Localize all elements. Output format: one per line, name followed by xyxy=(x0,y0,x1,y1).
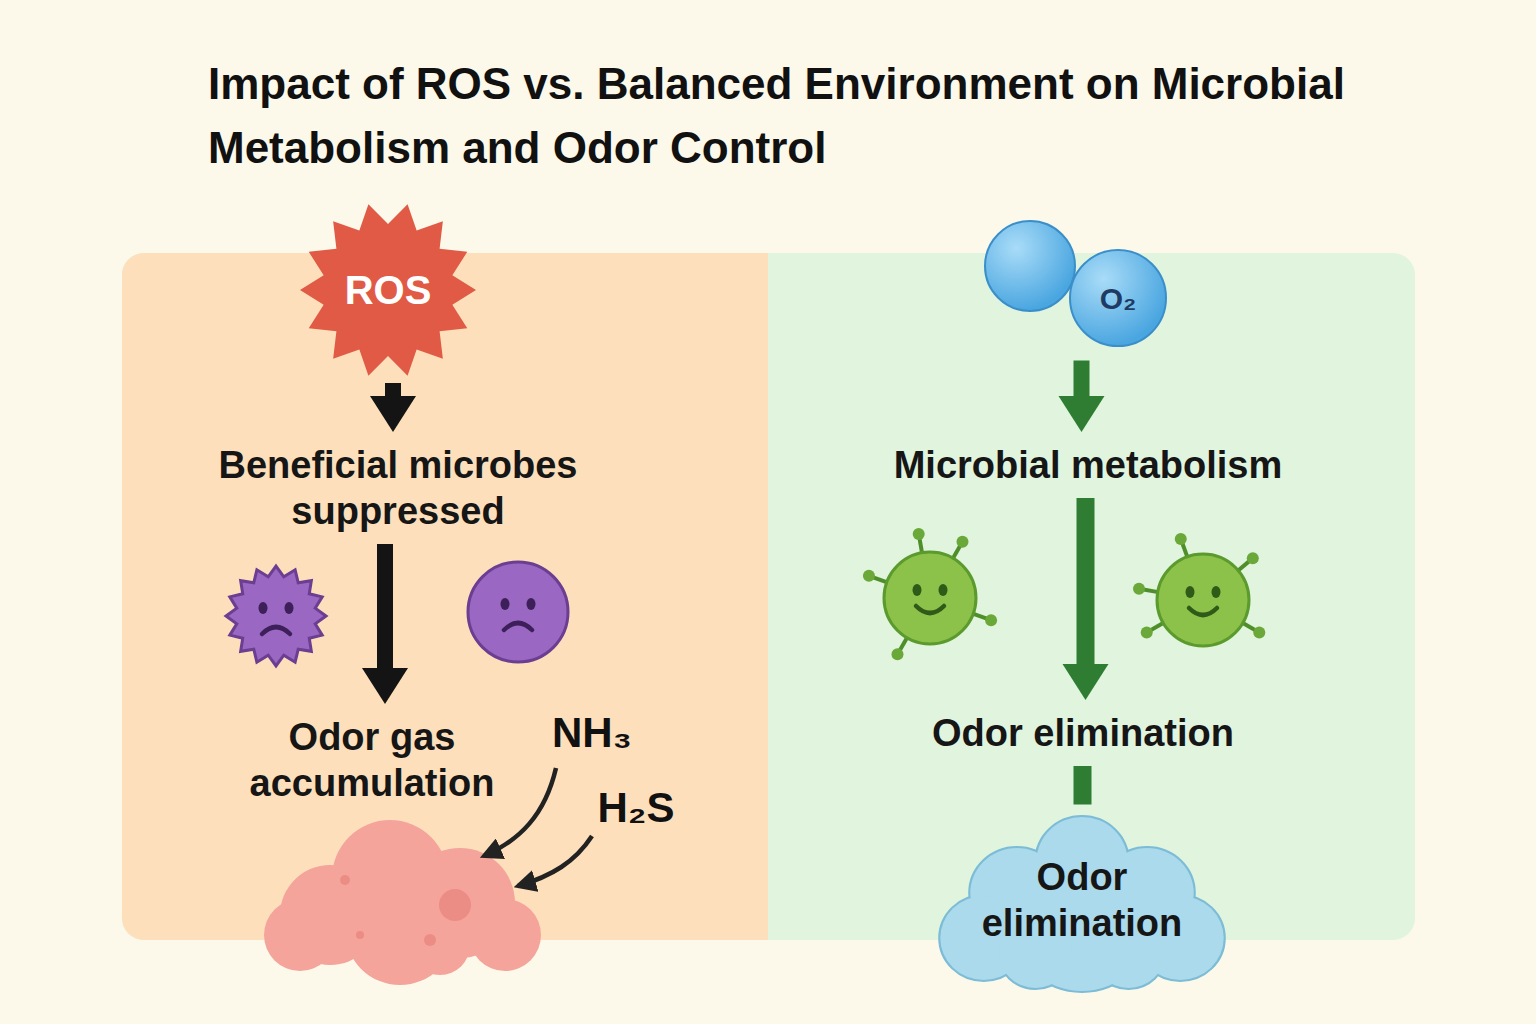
node-label: Beneficial microbes suppressed xyxy=(174,442,622,534)
flagellum-tip xyxy=(1175,533,1187,545)
arrow-shaft xyxy=(1074,361,1090,397)
starburst-outline xyxy=(300,204,476,376)
node-label: O₂ xyxy=(1100,279,1137,316)
flagellum-tip xyxy=(863,570,875,582)
arrow-shaft xyxy=(385,383,401,396)
flagellum-tip xyxy=(1247,552,1259,564)
leader-arrow xyxy=(518,836,592,886)
gas-label: NH₃ xyxy=(552,709,632,757)
title: Impact of ROS vs. Balanced Environment o… xyxy=(208,52,1358,180)
oxygen-bubble xyxy=(985,221,1075,311)
mouth xyxy=(262,627,290,634)
eye xyxy=(285,602,294,614)
arrowhead xyxy=(1059,396,1105,432)
active-microbe xyxy=(884,552,976,644)
active-microbe xyxy=(1157,554,1249,646)
eye xyxy=(939,584,948,596)
oxygen-bubble xyxy=(1070,250,1166,346)
eye xyxy=(259,602,268,614)
ros-panel xyxy=(122,253,768,940)
node-label: Microbial metabolism xyxy=(894,442,1283,488)
cloud-spot xyxy=(439,889,471,921)
arrowhead xyxy=(1063,664,1109,700)
node-shape xyxy=(932,813,1232,988)
arrow-shaft xyxy=(1077,498,1095,664)
flow-arrow xyxy=(1059,361,1105,433)
node-label: Odor elimination xyxy=(932,710,1234,756)
process-text: Microbial metabolism xyxy=(838,440,1338,490)
gas-label: H₂S xyxy=(597,784,674,832)
eye xyxy=(501,598,510,610)
node-label: ROS xyxy=(345,266,432,315)
flagellum-tip xyxy=(957,536,969,548)
arrow-shaft xyxy=(377,544,393,668)
flagellum-tip xyxy=(913,528,925,540)
eye xyxy=(1186,586,1195,598)
node-label: Odor gas accumulation xyxy=(218,714,526,806)
process-text: Beneficial microbes suppressed xyxy=(168,440,628,536)
cloud-lobe xyxy=(410,915,470,975)
suppressed-microbe xyxy=(468,562,568,662)
cloud-lobe xyxy=(469,899,541,971)
flow-arrow xyxy=(1082,766,1083,805)
flagellum-tip xyxy=(1141,627,1153,639)
ros-panel xyxy=(720,253,768,940)
result-cloud: Odor elimination xyxy=(932,813,1232,988)
balanced-panel xyxy=(122,253,1415,940)
flow-arrow xyxy=(1063,498,1109,700)
mouth xyxy=(1189,608,1217,615)
flagellum-tip xyxy=(1133,583,1145,595)
cloud-spot xyxy=(424,934,436,946)
mouth xyxy=(504,623,532,630)
cloud-spot xyxy=(340,875,350,885)
leader-arrow xyxy=(484,768,556,856)
cloud-lobe xyxy=(264,899,336,971)
flow-arrow xyxy=(370,383,416,432)
eye xyxy=(527,598,536,610)
oxygen-bubbles: O₂ xyxy=(975,218,1175,353)
odor-cloud xyxy=(264,820,541,985)
flagellum-tip xyxy=(892,648,904,660)
flow-arrow xyxy=(362,544,408,704)
arrowhead xyxy=(362,668,408,704)
eye xyxy=(913,584,922,596)
eye xyxy=(1212,586,1221,598)
node-label: Odor elimination xyxy=(962,854,1202,946)
process-text: Odor gas accumulation xyxy=(212,712,532,808)
ros-starburst: ROS xyxy=(293,205,483,375)
arrowhead xyxy=(370,396,416,432)
mouth xyxy=(916,606,944,613)
cloud-spot xyxy=(356,931,364,939)
flagellum-tip xyxy=(985,614,997,626)
arrow-shaft xyxy=(1074,766,1092,805)
process-text: Odor elimination xyxy=(873,708,1293,758)
flagellum-tip xyxy=(1253,627,1265,639)
suppressed-microbe xyxy=(226,566,326,666)
node-shape xyxy=(975,218,1175,353)
